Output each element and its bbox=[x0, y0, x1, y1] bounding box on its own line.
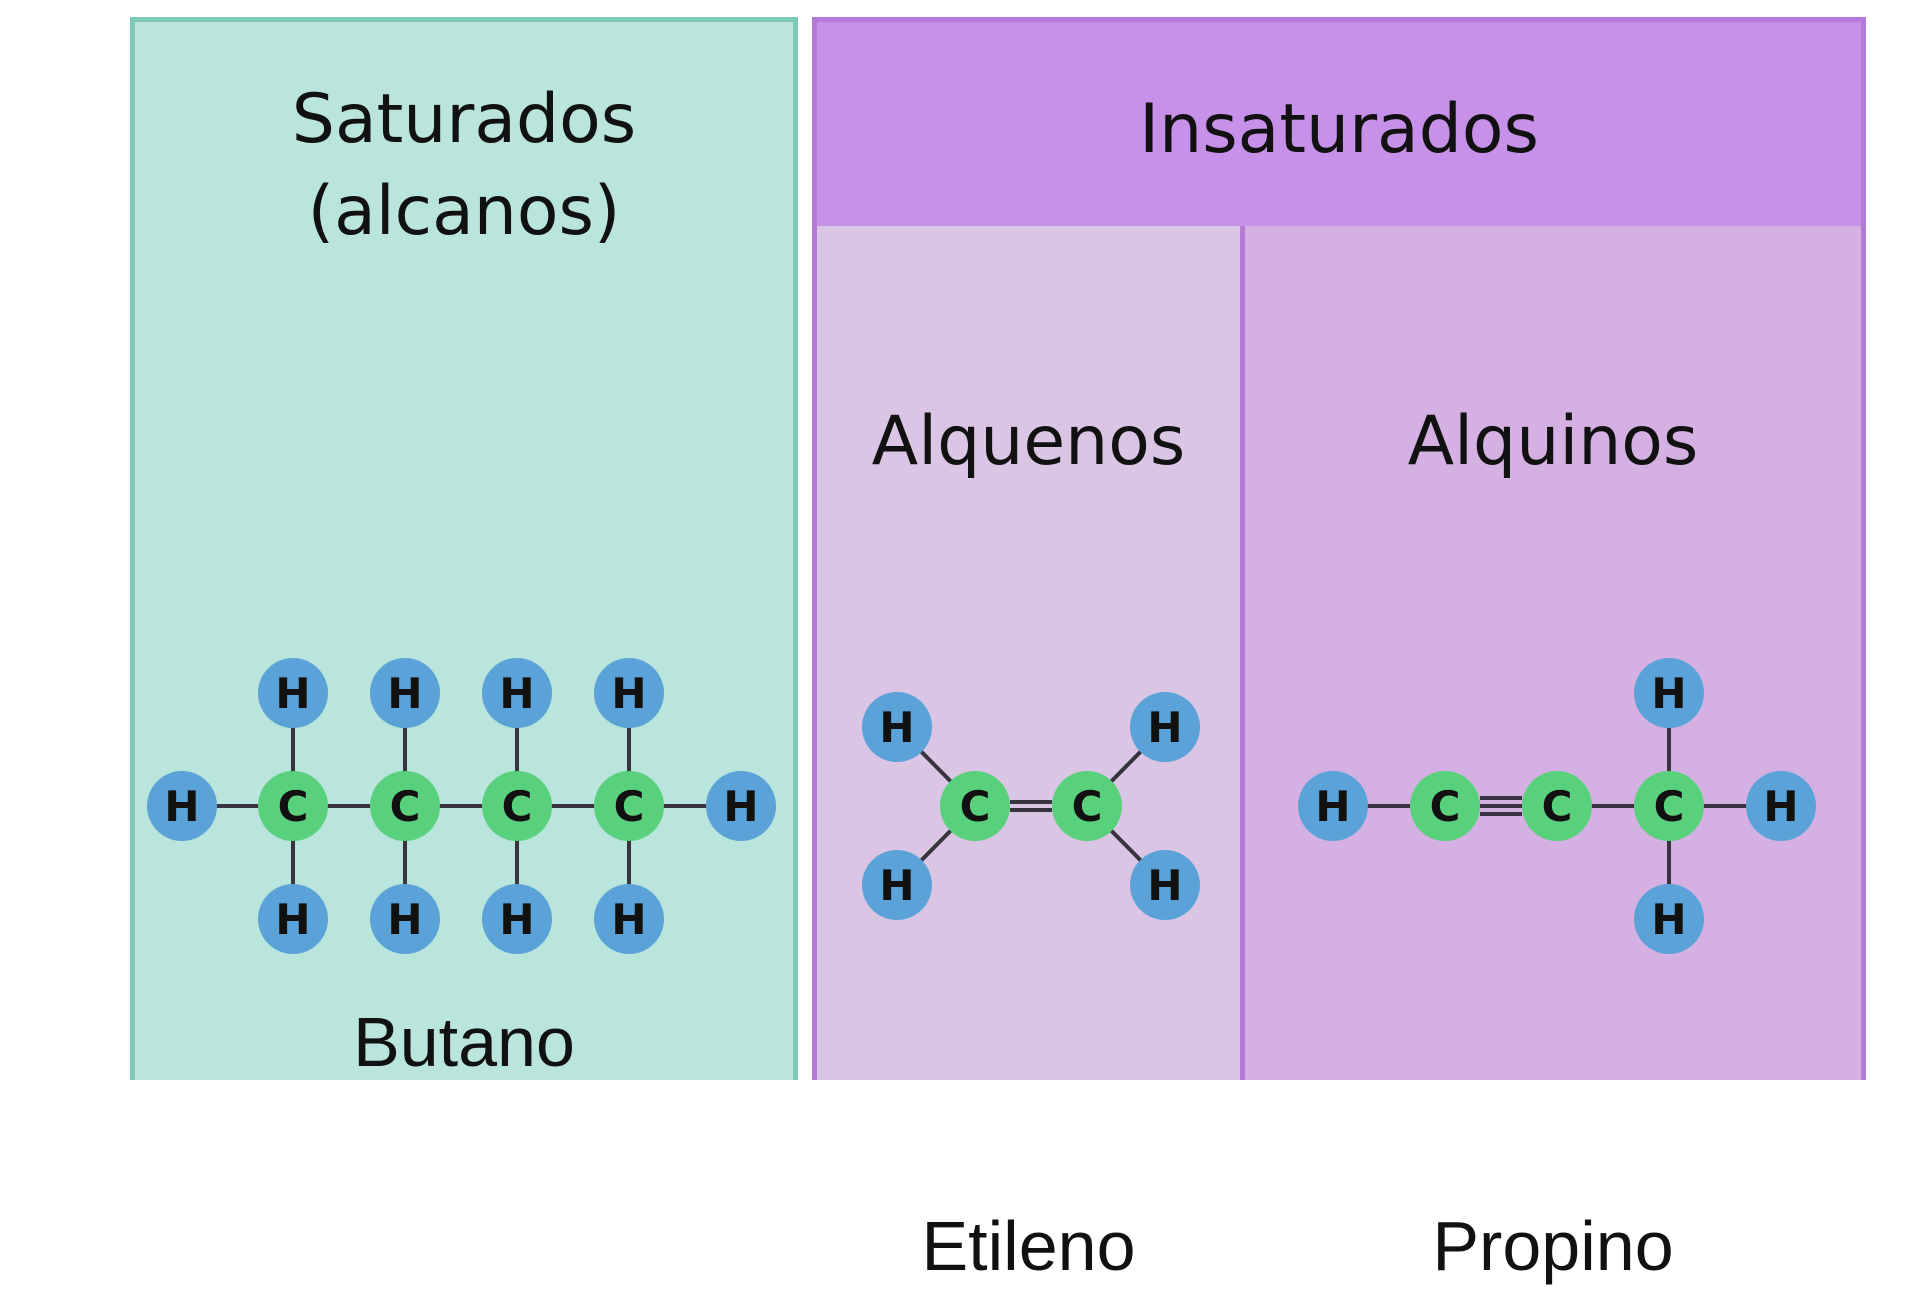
carbon-label: C bbox=[502, 782, 533, 831]
hydrogen-atom: H bbox=[1298, 771, 1368, 841]
propino-structure: H H H H C C C bbox=[1298, 658, 1816, 954]
carbon-atom: C bbox=[940, 771, 1010, 841]
hydrogen-atom: H bbox=[862, 692, 932, 762]
hydrogen-atom: H bbox=[258, 884, 328, 954]
hydrogen-label: H bbox=[275, 669, 310, 718]
hydrogen-label: H bbox=[499, 895, 534, 944]
propino-label: Propino bbox=[1432, 1207, 1674, 1285]
carbon-label: C bbox=[1430, 782, 1461, 831]
carbon-atom: C bbox=[1052, 771, 1122, 841]
hydrogen-atom: H bbox=[370, 884, 440, 954]
saturated-panel: Saturados (alcanos) Butano bbox=[130, 17, 798, 1081]
etileno-label: Etileno bbox=[921, 1207, 1136, 1285]
hydrogen-atom: H bbox=[482, 884, 552, 954]
unsaturated-header: Insaturados bbox=[812, 17, 1866, 231]
carbon-atom: C bbox=[1522, 771, 1592, 841]
carbon-label: C bbox=[278, 782, 309, 831]
hydrogen-label: H bbox=[1651, 895, 1686, 944]
carbon-atom: C bbox=[1410, 771, 1480, 841]
carbon-label: C bbox=[1654, 782, 1685, 831]
hydrogen-atom: H bbox=[1634, 884, 1704, 954]
hydrogen-label: H bbox=[1147, 703, 1182, 752]
carbon-label: C bbox=[390, 782, 421, 831]
hydrogen-label: H bbox=[879, 861, 914, 910]
carbon-label: C bbox=[614, 782, 645, 831]
hydrogen-atom: H bbox=[594, 658, 664, 728]
carbon-label: C bbox=[960, 782, 991, 831]
hydrogen-atom: H bbox=[1746, 771, 1816, 841]
hydrogen-atom: H bbox=[147, 771, 217, 841]
carbon-label: C bbox=[1542, 782, 1573, 831]
carbon-atom: C bbox=[482, 771, 552, 841]
alkynes-title: Alquinos bbox=[1407, 402, 1699, 481]
hydrogen-atom: H bbox=[594, 884, 664, 954]
hydrogen-label: H bbox=[723, 782, 758, 831]
hydrogen-label: H bbox=[879, 703, 914, 752]
carbon-atom: C bbox=[258, 771, 328, 841]
butano-structure: H H C H H C H H C H H C H H bbox=[147, 658, 776, 954]
hydrogen-atom: H bbox=[370, 658, 440, 728]
carbon-atom: C bbox=[370, 771, 440, 841]
unsaturated-title: Insaturados bbox=[1139, 90, 1539, 169]
hydrogen-label: H bbox=[164, 782, 199, 831]
hydrogen-atom: H bbox=[258, 658, 328, 728]
hydrogen-label: H bbox=[611, 895, 646, 944]
carbon-label: C bbox=[1072, 782, 1103, 831]
hydrogen-atom: H bbox=[1130, 692, 1200, 762]
hydrogen-label: H bbox=[1147, 861, 1182, 910]
hydrogen-label: H bbox=[387, 669, 422, 718]
hydrogen-atom: H bbox=[1634, 658, 1704, 728]
hydrogen-label: H bbox=[387, 895, 422, 944]
hydrogen-atom: H bbox=[706, 771, 776, 841]
hydrogen-atom: H bbox=[482, 658, 552, 728]
hydrogen-label: H bbox=[1651, 669, 1686, 718]
hydrogen-atom: H bbox=[1130, 850, 1200, 920]
carbon-atom: C bbox=[594, 771, 664, 841]
hydrogen-label: H bbox=[499, 669, 534, 718]
hydrogen-label: H bbox=[275, 895, 310, 944]
hydrogen-label: H bbox=[611, 669, 646, 718]
butano-label: Butano bbox=[353, 1003, 575, 1081]
alkenes-title: Alquenos bbox=[871, 402, 1186, 481]
hydrogen-atom: H bbox=[862, 850, 932, 920]
hydrogen-label: H bbox=[1315, 782, 1350, 831]
saturated-title: Saturados (alcanos) bbox=[291, 80, 637, 251]
hydrogen-label: H bbox=[1763, 782, 1798, 831]
carbon-atom: C bbox=[1634, 771, 1704, 841]
